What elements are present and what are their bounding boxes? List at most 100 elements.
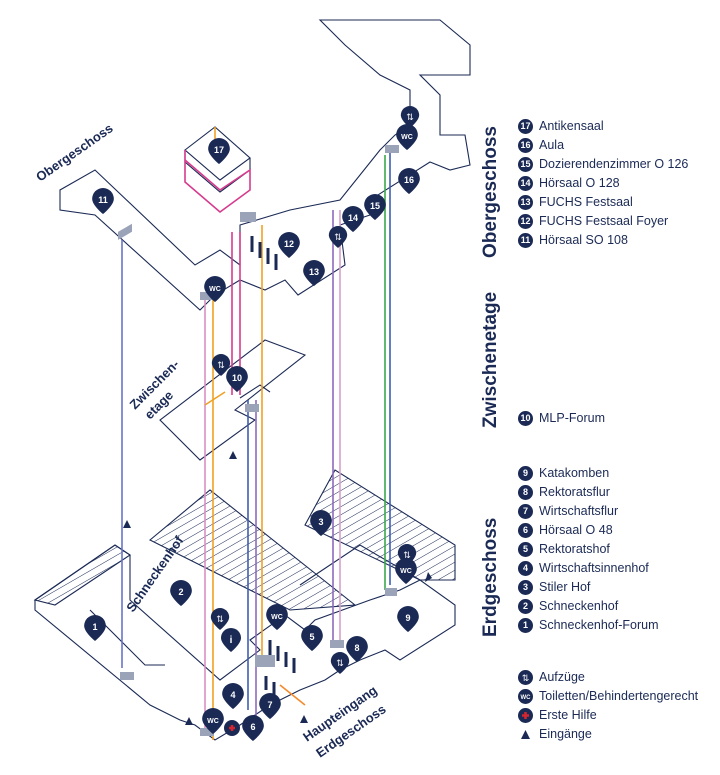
legend-item-5: 5 Rektoratshof: [518, 540, 718, 558]
entrance-triangles: [123, 451, 432, 725]
svg-text:WC: WC: [521, 695, 532, 701]
legend-label: Hörsaal O 128: [539, 176, 620, 190]
svg-text:5: 5: [309, 632, 314, 642]
room-number-badge: 10: [518, 410, 533, 426]
legend-label: Rektoratsflur: [539, 485, 610, 499]
legend-label: Schneckenhof: [539, 599, 619, 613]
room-number-badge: 17: [518, 118, 533, 134]
room-number-badge: 6: [518, 522, 533, 538]
svg-text:WC: WC: [271, 614, 283, 621]
svg-text:7: 7: [267, 700, 272, 710]
first-aid-pin: [224, 720, 240, 736]
legend-item-10: 10 MLP-Forum: [518, 409, 718, 427]
pin-7: 7: [259, 693, 281, 719]
pin-16: 16: [398, 168, 420, 194]
svg-text:8: 8: [354, 643, 359, 653]
elevator-pin-2: ⇅: [328, 226, 348, 248]
elevator-icon: ⇅: [518, 669, 533, 685]
legend-item-4: 4 Wirtschaftsinnenhof: [518, 559, 718, 577]
connection-lines: [121, 127, 391, 740]
wc-pin-1: WC: [396, 124, 418, 150]
elevator-pin-1: ⇅: [400, 106, 420, 128]
legend-label: FUCHS Festsaal Foyer: [539, 214, 669, 228]
svg-text:⇅: ⇅: [336, 658, 344, 668]
room-number-badge: 15: [518, 156, 533, 172]
pin-12: 12: [278, 232, 300, 258]
legend-label: Eingänge: [539, 727, 592, 741]
legend-label: Erste Hilfe: [539, 708, 597, 722]
legend-label: Rektoratshof: [539, 542, 610, 556]
legend-label: Hörsaal SO 108: [539, 233, 628, 247]
legend-label: Wirtschaftsinnenhof: [539, 561, 649, 575]
section-title-obergeschoss: Obergeschoss: [480, 126, 501, 258]
legend-label: MLP-Forum: [539, 411, 605, 425]
info-pin: i: [221, 628, 241, 652]
svg-text:WC: WC: [209, 286, 221, 293]
svg-text:WC: WC: [207, 718, 219, 725]
pin-9: 9: [397, 606, 419, 632]
pin-1: 1: [84, 615, 106, 641]
svg-text:2: 2: [178, 587, 183, 597]
svg-text:WC: WC: [400, 568, 412, 575]
svg-text:16: 16: [404, 175, 414, 185]
room-number-badge: 5: [518, 541, 533, 557]
room-number-badge: 13: [518, 194, 533, 210]
legend-item-wc: WC Toiletten/Behindertengerecht: [518, 687, 718, 705]
pin-5: 5: [301, 625, 323, 651]
legend-item-first-aid: Erste Hilfe: [518, 706, 718, 724]
wc-pin-3: WC: [395, 558, 417, 584]
room-pins: 17 16 15 14 13 12 11 10 9 8 7 6 5 4 3 2 …: [84, 138, 420, 741]
legend-label: Aula: [539, 138, 565, 152]
legend-label: Stiler Hof: [539, 580, 591, 594]
svg-text:15: 15: [370, 201, 380, 211]
pin-17: 17: [208, 138, 230, 164]
pin-15: 15: [364, 194, 386, 220]
svg-text:4: 4: [230, 690, 235, 700]
room-number-badge: 16: [518, 137, 533, 153]
svg-text:⇅: ⇅: [406, 112, 414, 122]
svg-text:14: 14: [348, 213, 358, 223]
elevator-pin-3: ⇅: [211, 354, 231, 376]
svg-text:WC: WC: [401, 134, 413, 141]
wc-pin-2: WC: [204, 276, 226, 302]
legend-label: Dozierendenzimmer O 126: [539, 157, 689, 171]
svg-text:3: 3: [318, 517, 323, 527]
room-number-badge: 4: [518, 560, 533, 576]
legend-label: FUCHS Festsaal: [539, 195, 633, 209]
pin-8: 8: [346, 636, 368, 662]
pin-14: 14: [342, 206, 364, 232]
svg-text:⇅: ⇅: [217, 360, 225, 370]
svg-text:⇅: ⇅: [216, 614, 224, 624]
svg-text:⇅: ⇅: [334, 232, 342, 242]
legend-label: Aufzüge: [539, 670, 585, 684]
legend-item-6: 6 Hörsaal O 48: [518, 521, 718, 539]
wc-icon: WC: [518, 688, 533, 704]
elevator-pin-5: ⇅: [210, 608, 230, 630]
room-number-badge: 3: [518, 579, 533, 595]
pin-6: 6: [242, 715, 264, 741]
legend-label: Hörsaal O 48: [539, 523, 613, 537]
pin-13: 13: [303, 260, 325, 286]
pin-3: 3: [310, 510, 332, 536]
stairs: [118, 145, 399, 736]
legend-item-16: 16 Aula: [518, 136, 718, 154]
map-label-obergeschoss: Obergeschoss: [33, 120, 116, 184]
section-title-zwischenetage: Zwischenetage: [480, 291, 501, 428]
legend-item-3: 3 Stiler Hof: [518, 578, 718, 596]
entrance-triangle-icon: [518, 727, 533, 742]
legend-item-15: 15 Dozierendenzimmer O 126: [518, 155, 718, 173]
legend-label: Toiletten/Behindertengerecht: [539, 689, 699, 703]
floor-zwischenetage: [159, 339, 307, 461]
room-number-badge: 1: [518, 617, 533, 633]
elevator-pin-4: ⇅: [397, 544, 417, 566]
svg-text:⇅: ⇅: [403, 550, 411, 560]
svg-text:17: 17: [214, 145, 224, 155]
pin-4: 4: [222, 683, 244, 709]
